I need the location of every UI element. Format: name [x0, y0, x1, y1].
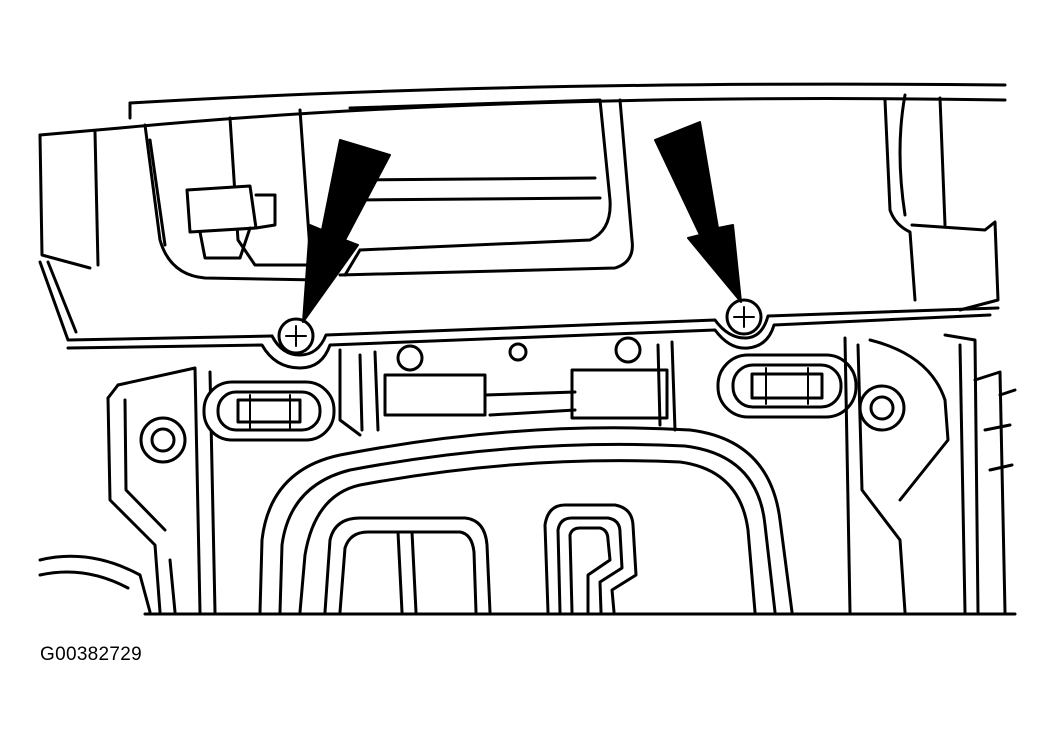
left-screw	[277, 317, 315, 355]
lower-console	[38, 333, 1017, 616]
right-callout-arrow-icon	[654, 121, 742, 303]
left-callout-arrow-icon	[302, 139, 391, 323]
figure-id-label: G00382729	[40, 644, 143, 665]
right-screw	[725, 298, 763, 336]
upper-trim-panel	[38, 82, 1007, 370]
dashboard-trim-illustration	[38, 82, 1017, 616]
